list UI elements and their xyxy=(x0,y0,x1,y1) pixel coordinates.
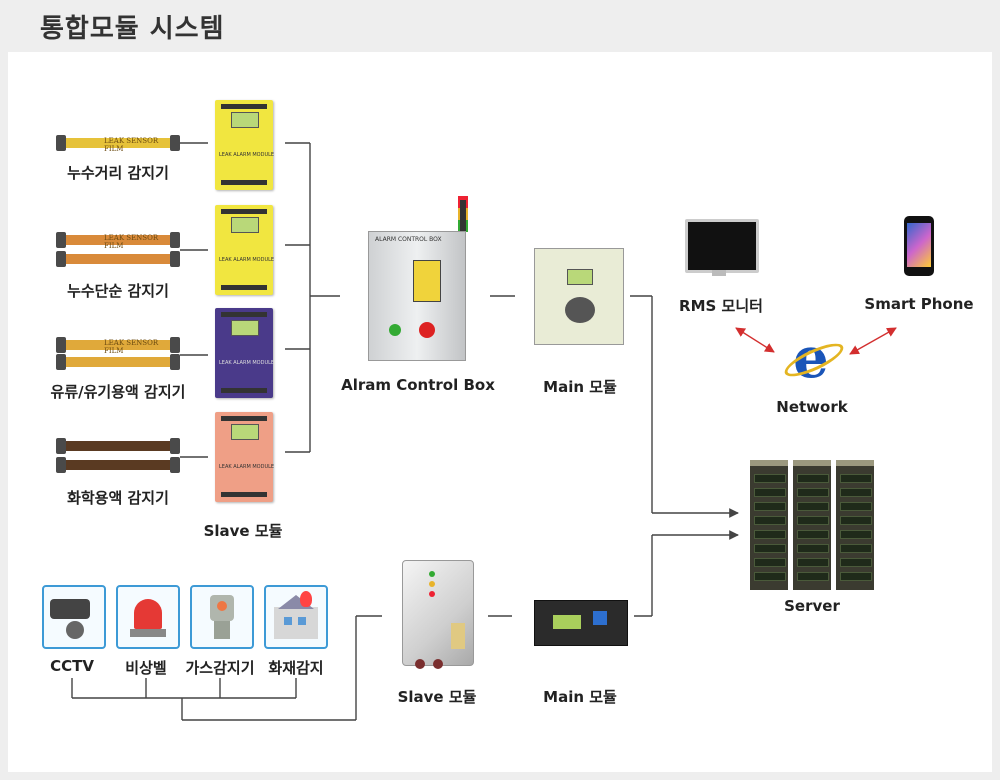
gas-detector-icon xyxy=(190,585,254,649)
main-module-label-2: Main 모듈 xyxy=(543,688,617,706)
leak-distance-sensor-cable: LEAK SENSOR FILM xyxy=(56,135,180,153)
server-rack-1 xyxy=(750,460,788,590)
server-label: Server xyxy=(784,597,840,615)
leak-simple-sensor-cable-2 xyxy=(56,251,180,267)
diagram-panel xyxy=(8,52,992,772)
rms-monitor-icon xyxy=(685,219,759,273)
smart-phone-label: Smart Phone xyxy=(864,295,974,313)
device-label-fire: 화재감지 xyxy=(268,659,324,677)
sensor-label-oil: 유류/유기용액 감지기 xyxy=(50,383,186,401)
leak-simple-sensor-cable-1: LEAK SENSOR FILM xyxy=(56,232,180,250)
control-box-label: Alram Control Box xyxy=(341,376,495,394)
oil-sensor-cable-1: LEAK SENSOR FILM xyxy=(56,337,180,355)
server-rack-2 xyxy=(793,460,831,590)
rms-monitor-label: RMS 모니터 xyxy=(679,297,763,315)
main-module-1 xyxy=(534,248,624,345)
slave-module-label-1: Slave 모듈 xyxy=(203,522,283,540)
emergency-bell-icon xyxy=(116,585,180,649)
page-title: 통합모듈 시스템 xyxy=(40,14,225,44)
oil-sensor-cable-2 xyxy=(56,354,180,370)
sensor-label-leak-simple: 누수단순 감지기 xyxy=(67,282,169,300)
main-module-2 xyxy=(534,600,628,646)
device-label-bell: 비상벨 xyxy=(125,659,167,677)
slave-module-salmon: LEAK ALARM MODULE xyxy=(215,412,274,502)
fire-detector-icon xyxy=(264,585,328,649)
network-label: Network xyxy=(776,398,848,416)
slave-module-label-2: Slave 모듈 xyxy=(397,688,477,706)
slave-module-yellow-1: LEAK ALARM MODULE xyxy=(215,100,274,190)
alarm-control-box: ALARM CONTROL BOX xyxy=(368,231,466,361)
chemical-sensor-cable-1 xyxy=(56,438,180,454)
cable-label: LEAK SENSOR FILM xyxy=(104,234,159,250)
slave-module-2 xyxy=(402,560,474,669)
monitor-stand xyxy=(712,270,726,276)
device-label-cctv: CCTV xyxy=(50,657,94,675)
sensor-label-chemical: 화학용액 감지기 xyxy=(67,489,169,507)
sensor-label-leak-distance: 누수거리 감지기 xyxy=(67,164,169,182)
main-module-label-1: Main 모듈 xyxy=(543,378,617,396)
cctv-camera-icon xyxy=(42,585,106,649)
cable-label: LEAK SENSOR FILM xyxy=(104,339,159,355)
smart-phone-icon xyxy=(904,216,934,276)
slave-module-purple: LEAK ALARM MODULE xyxy=(215,308,274,398)
cable-label: LEAK SENSOR FILM xyxy=(104,137,159,153)
device-label-gas: 가스감지기 xyxy=(185,659,255,677)
control-box-text: ALARM CONTROL BOX xyxy=(375,236,442,243)
server-rack-3 xyxy=(836,460,874,590)
chemical-sensor-cable-2 xyxy=(56,457,180,473)
slave-module-yellow-2: LEAK ALARM MODULE xyxy=(215,205,274,295)
network-icon: e xyxy=(786,330,836,386)
